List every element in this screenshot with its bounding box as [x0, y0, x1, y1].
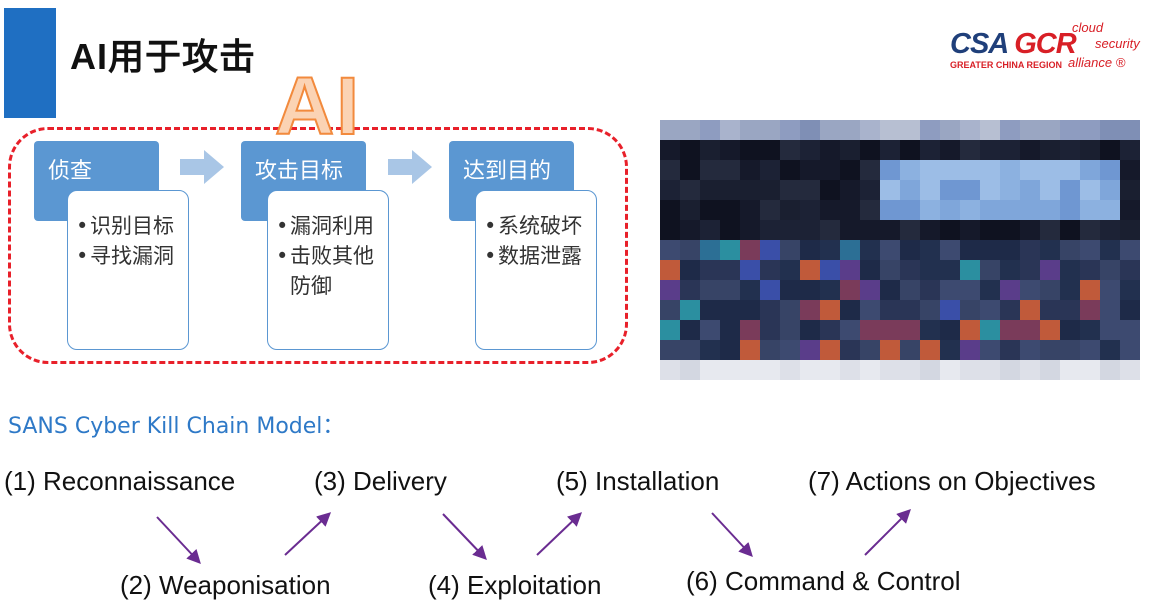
- arrow-up-icon: [864, 509, 911, 556]
- stage-item: 寻找漏洞: [76, 241, 182, 271]
- stage-item: 漏洞利用: [276, 211, 382, 241]
- arrow-down-icon: [156, 516, 201, 565]
- kill-chain-step-6: (6) Command & Control: [686, 566, 961, 596]
- kill-chain-step-4: (4) Exploitation: [428, 570, 602, 600]
- stage-item: 识别目标: [76, 211, 182, 241]
- stage-body-target: 漏洞利用 击败其他防御: [267, 190, 389, 350]
- stage-item: 数据泄露: [484, 241, 590, 271]
- stage-item: 击败其他防御: [276, 241, 382, 301]
- ai-attack-frame: [8, 127, 628, 364]
- kill-chain-step-1: (1) Reconnaissance: [4, 466, 236, 496]
- kill-chain-step-2: (2) Weaponisation: [120, 570, 331, 600]
- arrow-up-icon: [284, 512, 332, 556]
- csa-gcr-logo: CSA GCR cloud security GREATER CHINA REG…: [950, 20, 1140, 70]
- stage-body-recon: 识别目标 寻找漏洞: [67, 190, 189, 350]
- arrow-down-icon: [711, 512, 753, 558]
- kill-chain-step-5: (5) Installation: [556, 466, 720, 496]
- pixelated-image: [660, 120, 1140, 380]
- stage-body-goal: 系统破坏 数据泄露: [475, 190, 597, 350]
- kill-chain-step-7: (7) Actions on Objectives: [808, 466, 1096, 496]
- arrow-up-icon: [536, 512, 583, 556]
- slide-title: AI用于攻击: [70, 36, 257, 77]
- arrow-down-icon: [442, 513, 487, 561]
- kill-chain-title: SANS Cyber Kill Chain Model：: [8, 414, 345, 439]
- title-accent-bar: [4, 8, 56, 118]
- flow-arrow-icon: [180, 150, 224, 184]
- flow-arrow-icon: [388, 150, 432, 184]
- kill-chain-arrows: [156, 509, 911, 565]
- ai-wordart: AI: [274, 61, 361, 152]
- stage-item: 系统破坏: [484, 211, 590, 241]
- kill-chain-step-3: (3) Delivery: [314, 466, 447, 496]
